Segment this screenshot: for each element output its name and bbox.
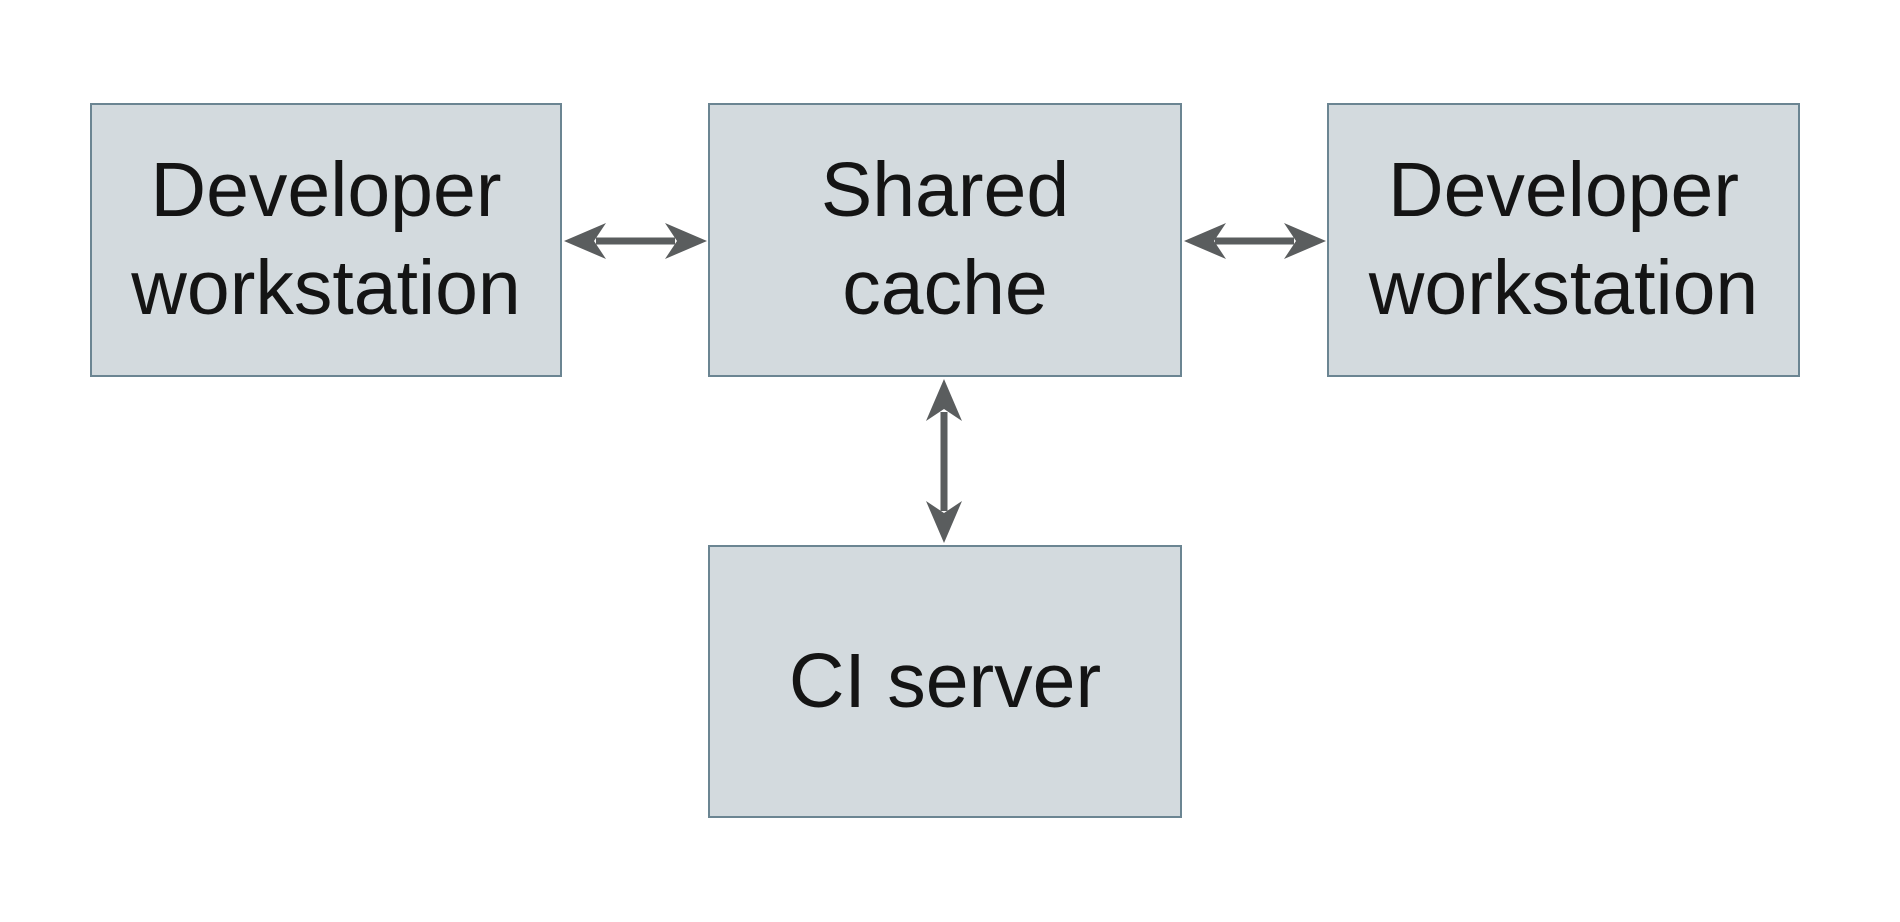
node-label-line: cache (842, 245, 1048, 331)
arrow-cache-ci (926, 379, 962, 543)
node-label-line: CI server (788, 637, 1102, 724)
arrowhead-left-icon (564, 223, 606, 259)
arrowhead-left-icon (1184, 223, 1226, 259)
node-developer-workstation-left: Developer workstation (90, 103, 562, 377)
node-label-line: workstation (131, 245, 521, 331)
arrowhead-down-icon (926, 501, 962, 543)
node-label-line: Shared (820, 147, 1070, 234)
arrowhead-right-icon (1284, 223, 1326, 259)
arrow-cache-devright (1184, 223, 1326, 259)
arrow-devleft-cache (564, 223, 707, 259)
node-shared-cache: Shared cache (708, 103, 1182, 377)
node-developer-workstation-right: Developer workstation (1327, 103, 1800, 377)
arrowhead-right-icon (665, 223, 707, 259)
arrowhead-up-icon (926, 379, 962, 421)
node-label-line: Developer (1388, 147, 1739, 234)
node-label-line: workstation (1368, 245, 1759, 331)
node-label-line: Developer (150, 147, 502, 234)
node-ci-server: CI server (708, 545, 1182, 818)
